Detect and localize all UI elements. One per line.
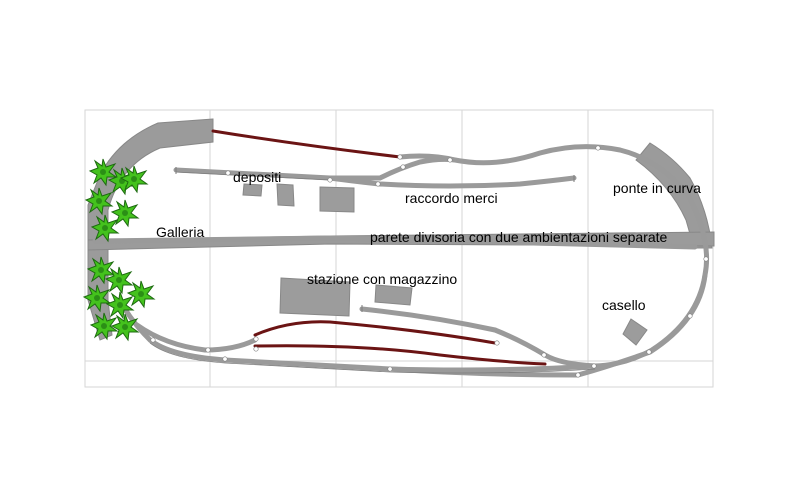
- track-joint-icon: [150, 337, 156, 343]
- track-joint-icon: [687, 313, 693, 319]
- red-tracks: [211, 129, 547, 366]
- tree-icon: [105, 266, 133, 294]
- track-joint-icon: [646, 349, 652, 355]
- deposito-building: [319, 186, 355, 213]
- magazzino-building: [374, 284, 413, 306]
- track-joints: [150, 145, 709, 378]
- labels: depositi raccordo merci ponte in curva G…: [156, 169, 701, 313]
- track-joint-icon: [447, 157, 453, 163]
- track-joint-icon: [253, 336, 259, 342]
- upper-red-track: [211, 129, 402, 159]
- casello-building: [622, 318, 648, 346]
- track-joint-icon: [591, 363, 597, 369]
- tracks: [92, 144, 710, 378]
- depositi-track-edge: [175, 171, 331, 181]
- track-joint-icon: [375, 181, 381, 187]
- label-depositi: depositi: [233, 169, 281, 185]
- track-ends: [175, 167, 575, 312]
- label-casello: casello: [602, 297, 646, 313]
- station-red-track-outer: [253, 320, 497, 345]
- track-joint-icon: [595, 145, 601, 151]
- track-joint-icon: [541, 352, 547, 358]
- buildings: [242, 183, 648, 346]
- wall-track: [92, 235, 698, 250]
- track-joint-icon: [387, 366, 393, 372]
- track-joint-icon: [400, 164, 406, 170]
- station-red-track-inner: [253, 344, 547, 366]
- track-joint-icon: [222, 356, 228, 362]
- track-joint-icon: [494, 340, 500, 346]
- track-joint-icon: [327, 177, 333, 183]
- depositi-track: [173, 156, 458, 181]
- track-joint-icon: [205, 347, 211, 353]
- raccordo-merci-track: [327, 175, 577, 189]
- label-galleria: Galleria: [156, 224, 204, 240]
- main-loop-lower-edge: [149, 342, 596, 374]
- station-track-upper: [134, 322, 258, 353]
- label-ponte-in-curva: ponte in curva: [613, 180, 701, 196]
- deposito-building: [242, 183, 263, 197]
- track-edges: [149, 171, 596, 374]
- stazione-building: [279, 277, 351, 317]
- label-stazione: stazione con magazzino: [307, 271, 457, 287]
- grid-frame: [84, 109, 714, 388]
- label-parete-divisoria: parete divisoria con due ambientazioni s…: [370, 229, 668, 245]
- track-joint-icon: [703, 256, 709, 262]
- grid: [84, 109, 714, 388]
- siding-track: [359, 306, 498, 333]
- track-joint-icon: [225, 170, 231, 176]
- deposito-building: [276, 183, 295, 207]
- label-raccordo-merci: raccordo merci: [405, 190, 498, 206]
- track-joint-icon: [575, 372, 581, 378]
- main-loop-lower: [117, 297, 598, 373]
- ponte-in-curva-structure: [635, 142, 713, 249]
- track-joint-icon: [397, 154, 403, 160]
- station-track-outer: [387, 272, 708, 378]
- track-joint-icon: [253, 346, 259, 352]
